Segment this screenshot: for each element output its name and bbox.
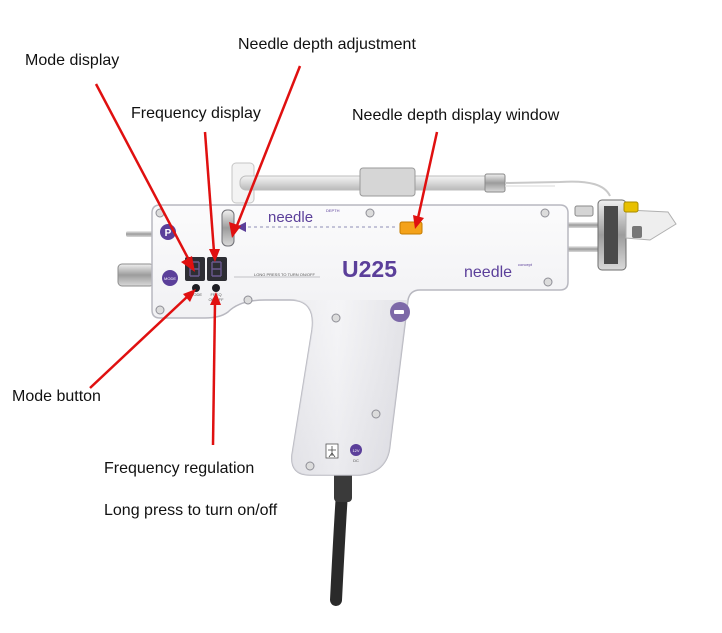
arrow-depth-window xyxy=(416,131,439,219)
trigger-mark xyxy=(394,310,404,314)
label-mode-button: Mode button xyxy=(12,388,101,405)
left-rod xyxy=(126,231,156,237)
person-icon-figure xyxy=(328,446,336,458)
brand-bottom-sub: concept xyxy=(518,262,533,267)
arrow-mode-display xyxy=(94,83,192,263)
brand-bottom: needle xyxy=(464,264,512,281)
callout-arrows xyxy=(89,65,439,446)
label-frequency-display: Frequency display xyxy=(131,105,261,122)
label-mode-display: Mode display xyxy=(25,52,120,69)
brand-top: needle xyxy=(268,209,313,226)
left-knob xyxy=(117,263,155,287)
label-needle-depth-display-window: Needle depth display window xyxy=(352,107,560,124)
cable-strain-relief xyxy=(334,470,352,502)
depth-triangle xyxy=(236,222,246,232)
screws xyxy=(155,208,553,471)
grip xyxy=(290,300,408,475)
power-badge xyxy=(350,444,362,456)
needle-head xyxy=(565,199,677,271)
brand-top-sub: DEPTH xyxy=(326,208,340,213)
syringe xyxy=(231,162,611,204)
model-name: U225 xyxy=(342,256,397,282)
label-long-press: Long press to turn on/off xyxy=(104,502,278,519)
arrow-depth-adjust xyxy=(234,65,302,229)
arrow-mode-button xyxy=(89,295,189,389)
arrow-frequency-display xyxy=(203,131,216,253)
arrow-freq-regulation xyxy=(211,301,217,446)
power-sub-label: DC xyxy=(353,458,359,463)
p-badge-label: P xyxy=(165,228,172,239)
mode-key-label: MODE xyxy=(190,292,202,297)
mode-badge xyxy=(162,270,178,286)
power-badge-label: 12V xyxy=(352,448,359,453)
display-segments xyxy=(189,261,222,277)
long-press-strip: LONG PRESS TO TURN ON/OFF xyxy=(254,272,315,277)
label-frequency-regulation: Frequency regulation xyxy=(104,460,255,477)
label-needle-depth-adjustment: Needle depth adjustment xyxy=(238,36,416,53)
frequency-button[interactable] xyxy=(212,284,220,292)
mode-badge-label: MODE xyxy=(164,276,176,281)
